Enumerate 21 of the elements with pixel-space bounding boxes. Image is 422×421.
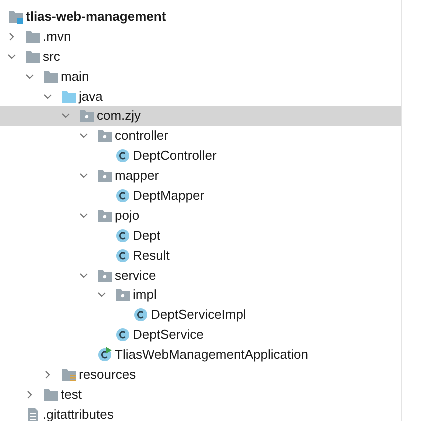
selected-row: [0, 106, 401, 126]
folder-name: test: [61, 386, 82, 403]
file-name: DeptService: [133, 327, 204, 344]
folder-name: pojo: [115, 208, 140, 224]
folder-name: mapper: [115, 168, 160, 184]
file-name: Result: [133, 248, 170, 264]
folder-name: service: [115, 268, 156, 284]
folder-name: tlias-web-management: [26, 9, 166, 25]
folder-name: com.zjy: [97, 108, 142, 124]
folder-name: java: [79, 88, 103, 105]
file-name: Dept: [133, 228, 160, 244]
folder-name: main: [61, 68, 90, 85]
file-name: TliasWebManagementApplication: [115, 347, 308, 364]
file-name: DeptController: [133, 148, 217, 164]
folder-name: src: [43, 48, 60, 65]
file-name: DeptMapper: [133, 188, 205, 204]
folder-name: controller: [115, 128, 168, 144]
folder-name: impl: [133, 287, 157, 304]
folder-name: .mvn: [43, 28, 72, 45]
file-name: DeptServiceImpl: [151, 307, 246, 324]
folder-name: resources: [79, 367, 136, 384]
